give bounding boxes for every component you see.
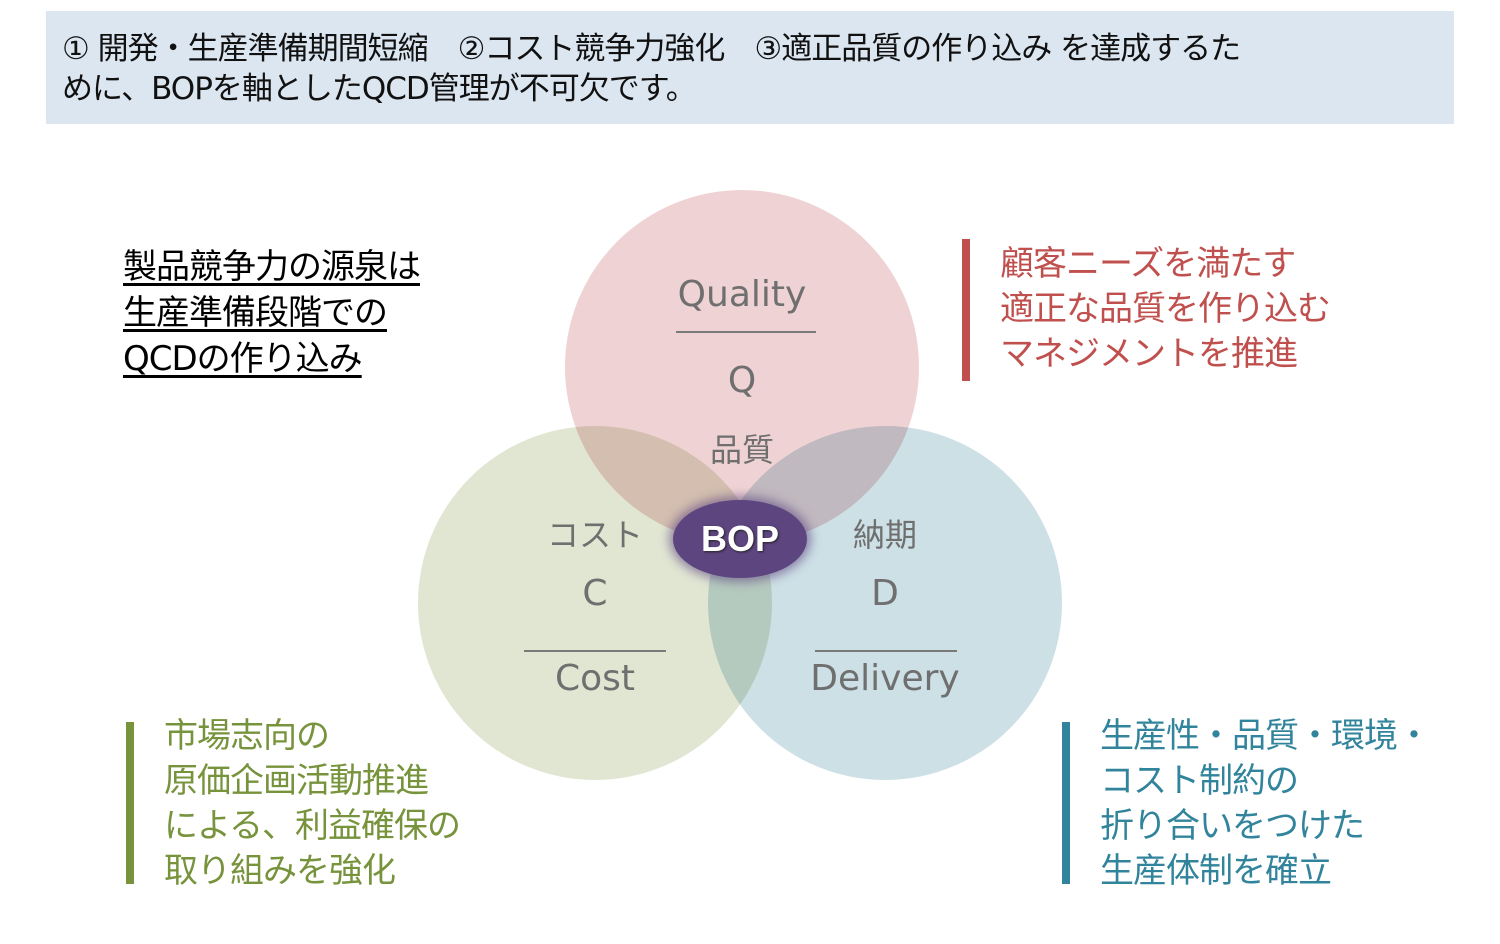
- delivery-japanese: 納期: [852, 516, 917, 554]
- delivery-circle: [708, 426, 1062, 780]
- quality-divider: [676, 331, 816, 333]
- delivery-note: 生産性・品質・環境・ コスト制約の 折り合いをつけた 生産体制を確立: [1100, 714, 1431, 894]
- headline: 製品競争力の源泉は 生産準備段階での QCDの作り込み: [123, 244, 421, 382]
- quality-note: 顧客ニーズを満たす 適正な品質を作り込む マネジメントを推進: [1000, 242, 1331, 377]
- note-line: 顧客ニーズを満たす: [1000, 244, 1296, 284]
- delivery-letter: D: [871, 573, 899, 614]
- delivery-divider: [815, 650, 957, 652]
- cost-english: Cost: [554, 658, 636, 699]
- headline-line: QCDの作り込み: [123, 339, 363, 379]
- cost-accent-bar: [126, 722, 134, 884]
- bop-center-badge: BOP: [673, 500, 807, 578]
- delivery-accent-bar: [1062, 722, 1070, 884]
- quality-letter: Q: [727, 360, 757, 401]
- cost-letter: C: [582, 573, 608, 614]
- note-line: 生産体制を確立: [1100, 851, 1332, 891]
- note-line: マネジメントを推進: [1000, 334, 1298, 374]
- note-line: 生産性・品質・環境・: [1100, 716, 1431, 756]
- summary-banner: ① 開発・生産準備期間短縮 ②コスト競争力強化 ③適正品質の作り込み を達成する…: [46, 11, 1454, 124]
- quality-english: Quality: [677, 274, 807, 315]
- cost-divider: [524, 650, 666, 652]
- note-line: コスト制約の: [1100, 761, 1299, 801]
- note-line: 原価企画活動推進: [164, 761, 429, 801]
- cost-japanese: コスト: [546, 516, 643, 554]
- cost-note: 市場志向の 原価企画活動推進 による、利益確保の 取り組みを強化: [164, 714, 461, 894]
- quality-japanese: 品質: [709, 431, 774, 469]
- banner-line-2: めに、BOPを軸としたQCD管理が不可欠です。: [62, 71, 697, 107]
- delivery-english: Delivery: [810, 658, 960, 699]
- headline-line: 製品競争力の源泉は: [123, 247, 421, 287]
- note-line: 適正な品質を作り込む: [1000, 289, 1331, 329]
- banner-line-1: ① 開発・生産準備期間短縮 ②コスト競争力強化 ③適正品質の作り込み を達成する…: [62, 31, 1241, 67]
- quality-accent-bar: [962, 239, 970, 381]
- note-line: 取り組みを強化: [164, 851, 396, 891]
- note-line: 市場志向の: [164, 716, 330, 756]
- headline-line: 生産準備段階での: [123, 293, 388, 333]
- note-line: による、利益確保の: [164, 806, 461, 846]
- note-line: 折り合いをつけた: [1100, 806, 1365, 846]
